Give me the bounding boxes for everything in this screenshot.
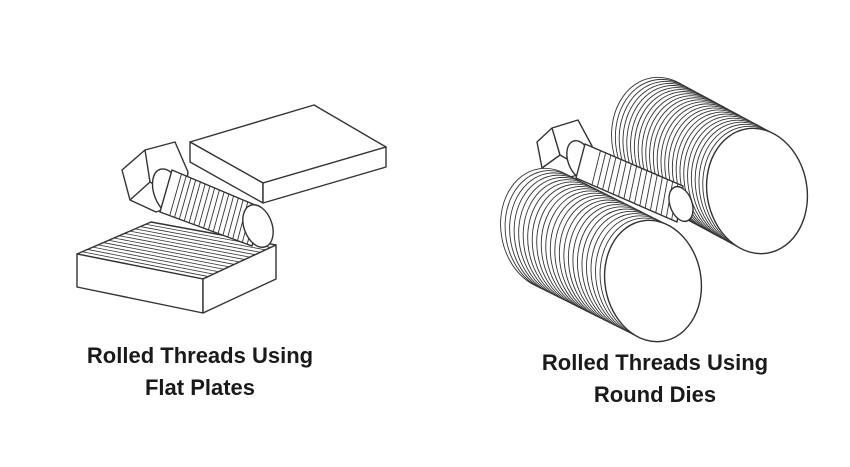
groove-line bbox=[649, 174, 658, 211]
groove-line bbox=[174, 175, 187, 218]
groove-line bbox=[124, 233, 251, 258]
groove-line bbox=[628, 166, 638, 202]
caption-round-dies-line2: Round Dies bbox=[593, 382, 717, 407]
groove-line bbox=[119, 235, 245, 260]
groove-line bbox=[198, 185, 211, 227]
groove-line bbox=[108, 239, 235, 265]
groove-line bbox=[92, 246, 219, 273]
groove-line bbox=[660, 179, 668, 216]
groove-line bbox=[644, 172, 653, 209]
groove-line bbox=[140, 226, 266, 251]
caption-flat-plates-line1: Rolled Threads Using bbox=[86, 343, 314, 368]
round-dies-illustration bbox=[500, 76, 809, 343]
caption-flat-plates: Rolled Threads Using Flat Plates bbox=[40, 340, 360, 404]
groove-line bbox=[193, 183, 206, 225]
round-die-bolt bbox=[536, 119, 694, 223]
groove-line bbox=[129, 230, 256, 256]
groove-line bbox=[222, 195, 235, 236]
groove-line bbox=[655, 177, 663, 213]
groove-line bbox=[87, 249, 214, 275]
groove-line bbox=[618, 161, 627, 197]
groove-line bbox=[183, 179, 197, 222]
front-round-die-face bbox=[603, 219, 703, 343]
groove-line bbox=[178, 177, 192, 220]
groove-line bbox=[98, 244, 224, 270]
groove-line bbox=[207, 189, 220, 231]
groove-line bbox=[217, 193, 230, 234]
top-flat-plate bbox=[189, 104, 387, 204]
groove-line bbox=[227, 197, 239, 238]
groove-line bbox=[612, 159, 622, 195]
groove-line bbox=[607, 157, 617, 192]
groove-line bbox=[591, 150, 601, 186]
groove-line bbox=[232, 199, 244, 239]
caption-round-dies-line1: Rolled Threads Using bbox=[541, 350, 769, 375]
groove-line bbox=[596, 152, 607, 188]
groove-line bbox=[602, 154, 612, 190]
groove-line bbox=[135, 228, 261, 253]
groove-line bbox=[639, 170, 648, 206]
back-round-die-face bbox=[705, 127, 809, 255]
flat-plate-bolt bbox=[121, 141, 274, 248]
groove-line bbox=[634, 168, 643, 204]
groove-line bbox=[82, 251, 209, 277]
groove-line bbox=[169, 173, 182, 216]
flat-plates-illustration bbox=[76, 104, 387, 314]
caption-flat-plates-line2: Flat Plates bbox=[144, 375, 256, 400]
caption-round-dies: Rolled Threads Using Round Dies bbox=[495, 347, 815, 411]
groove-line bbox=[113, 237, 240, 263]
groove-line bbox=[188, 181, 201, 223]
groove-line bbox=[623, 163, 632, 199]
groove-line bbox=[103, 242, 230, 268]
groove-line bbox=[212, 191, 225, 232]
groove-line bbox=[203, 187, 216, 229]
